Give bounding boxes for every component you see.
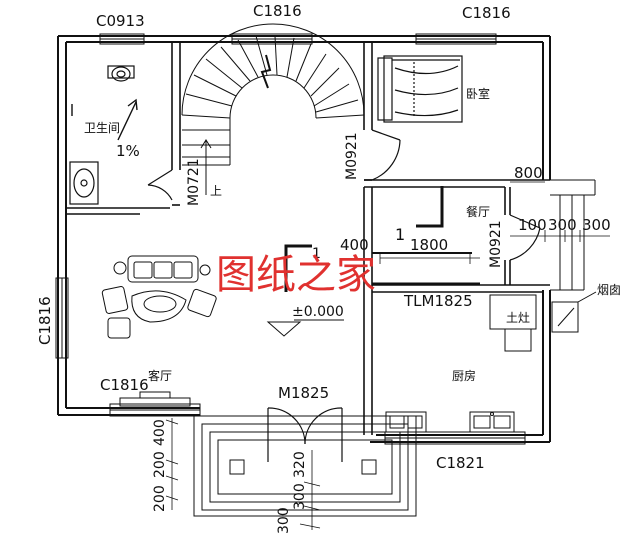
dimension-300b: 300 [582, 216, 611, 234]
window-label-c1816-top-right: C1816 [462, 4, 511, 22]
stove-icon [385, 411, 427, 433]
room-label-living: 客厅 [148, 368, 172, 383]
slope-arrow-icon [71, 98, 138, 141]
dimension-100: 100 [518, 216, 547, 234]
window-label-c0913: C0913 [96, 12, 145, 30]
elevation-label: ±0.000 [292, 304, 344, 320]
front-steps [193, 415, 417, 517]
room-label-chimney: 烟囱 [597, 283, 621, 297]
windows-symbols [55, 33, 526, 445]
sink-icon [69, 161, 99, 205]
room-label-stove: 土灶 [506, 311, 530, 325]
chimney-icon [551, 291, 597, 333]
slope-label: 1% [116, 142, 140, 160]
toilet-icon [107, 65, 135, 82]
sofa-set-icon [101, 255, 217, 339]
bed-icon [377, 55, 463, 123]
door-label-m1825: M1825 [278, 384, 329, 402]
kitchen-sink-icon [469, 411, 515, 433]
dimension-300v2: 300 [276, 507, 292, 534]
watermark-text: 图纸之家 [216, 252, 376, 298]
earth-stove-icon [489, 294, 537, 352]
dimension-400: 400 [340, 236, 369, 254]
doors [147, 129, 541, 462]
side-steps [550, 179, 596, 291]
window-label-c1816-living: C1816 [100, 376, 149, 394]
dimension-200a: 200 [152, 451, 168, 478]
dimension-1800: 1800 [410, 236, 448, 254]
tv-cabinet-icon [119, 391, 191, 407]
labels: C0913 C1816 C1816 C1816 C1816 C1821 M072… [36, 2, 621, 534]
axis-label-1: 1 [312, 246, 321, 262]
dimension-400v: 400 [152, 419, 168, 446]
window-label-c1816-top-left: C1816 [253, 2, 302, 20]
door-label-m0921-dining: M0921 [488, 220, 504, 268]
door-label-m0921-bedroom: M0921 [344, 132, 360, 180]
axis-markers [266, 186, 480, 337]
spiral-stair [181, 23, 365, 195]
room-label-kitchen: 厨房 [452, 368, 476, 383]
stair-up-label: 上 [210, 184, 222, 198]
dimension-800: 800 [514, 164, 543, 182]
window-label-c1816-left: C1816 [36, 296, 54, 345]
dimension-lines [165, 181, 610, 530]
room-label-bathroom: 卫生间 [84, 121, 120, 135]
dimension-320: 320 [292, 451, 308, 478]
door-label-tlm1825: TLM1825 [403, 292, 473, 310]
dimension-300a: 300 [548, 216, 577, 234]
dimension-300v1: 300 [292, 483, 308, 510]
door-label-m0721: M0721 [186, 158, 202, 206]
window-label-c1821: C1821 [436, 454, 485, 472]
room-label-dining: 餐厅 [466, 204, 490, 219]
dimension-200b: 200 [152, 485, 168, 512]
axis-label-1b: 1 [395, 225, 405, 244]
room-label-bedroom: 卧室 [466, 86, 490, 101]
